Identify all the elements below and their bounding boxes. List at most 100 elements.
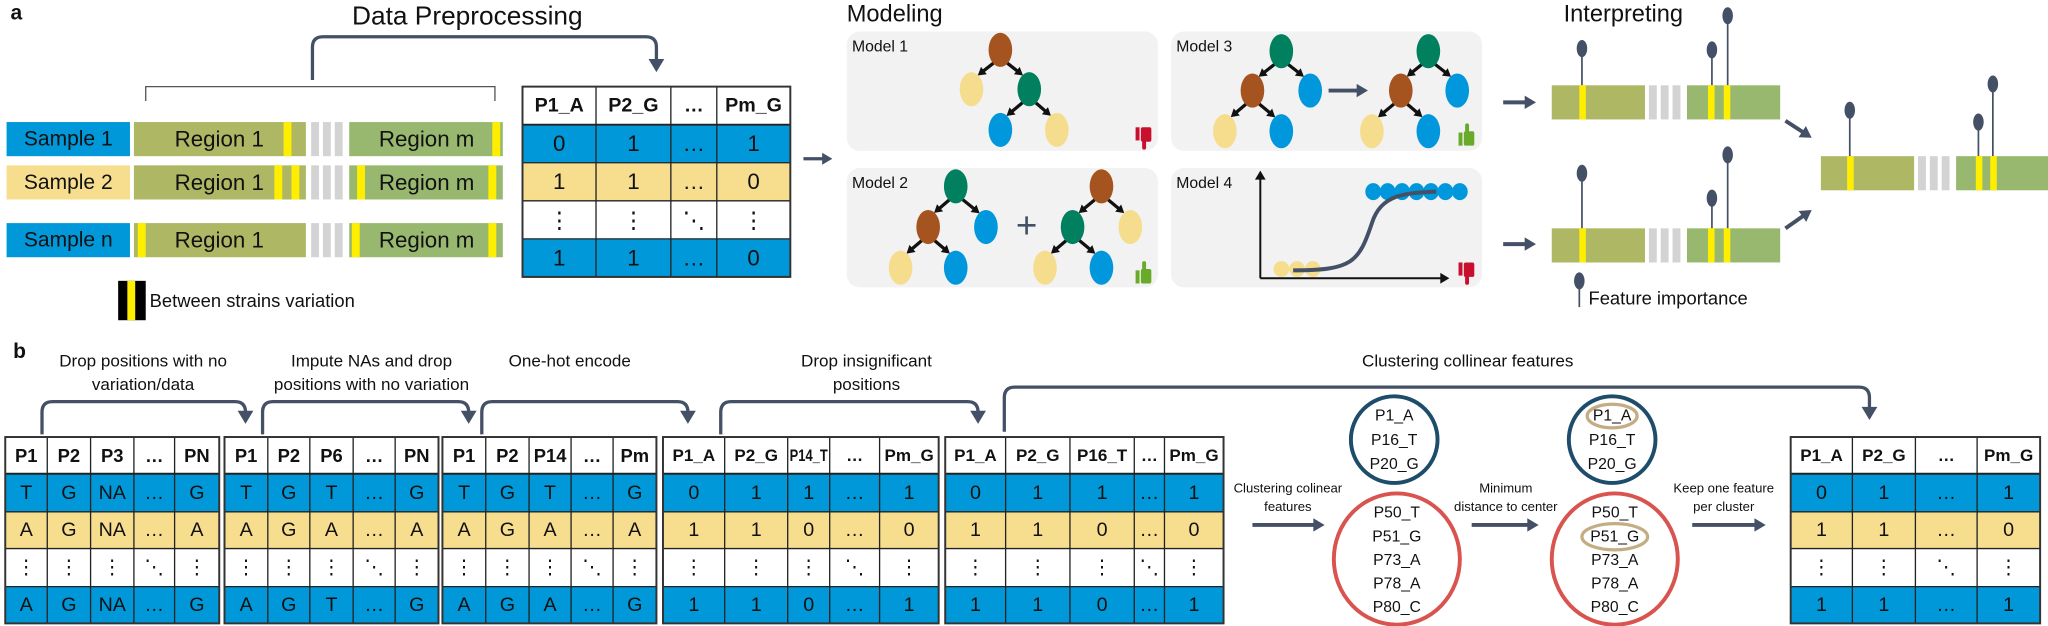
- table-header-bg: [224, 437, 439, 474]
- tree-node: [1269, 114, 1294, 149]
- table-border: [441, 436, 658, 625]
- step-label: Clustering collinear features: [1362, 351, 1573, 370]
- preprocessing-arrow: [310, 35, 665, 81]
- thumbs-down-icon: [1458, 262, 1475, 285]
- tree-edge-arrow: [934, 198, 951, 213]
- legend-text: Between strains variation: [150, 290, 355, 311]
- table-row: [945, 473, 1224, 512]
- table-row: [224, 586, 439, 624]
- region-last: [1686, 228, 1781, 263]
- table-cell: 0: [1097, 594, 1108, 616]
- arrowhead: [1294, 68, 1304, 77]
- table-cell: T: [240, 482, 252, 504]
- table-row: [662, 473, 939, 512]
- table-header-cell: …: [145, 445, 163, 466]
- cluster-circle: [1348, 394, 1440, 485]
- table-cell: G: [189, 482, 204, 504]
- arrowhead: [1754, 518, 1766, 532]
- table-cell: 1: [1816, 519, 1827, 541]
- transition-arrow: [1471, 518, 1539, 532]
- flow-arrow: [1503, 95, 1536, 110]
- tree-node: [1045, 112, 1069, 147]
- table-cell: 1: [1032, 519, 1043, 541]
- table-cell: ⋮: [899, 557, 919, 579]
- table-cell: …: [364, 482, 384, 504]
- sample-label-box: [6, 165, 130, 200]
- table-cell: 1: [803, 482, 814, 504]
- tree-node: [988, 32, 1013, 67]
- cluster-feature: P20_G: [1588, 456, 1637, 473]
- panel-label: a: [11, 2, 23, 25]
- arrowhead: [680, 410, 696, 424]
- table-border: [661, 436, 940, 625]
- step-label: One-hot encode: [509, 351, 631, 370]
- variation-mark: [137, 223, 146, 258]
- table-cell: G: [61, 594, 76, 616]
- table-cell: ⋮: [1092, 557, 1112, 579]
- arrowhead: [1258, 68, 1268, 77]
- gap-stripe: [1941, 156, 1950, 191]
- cluster-feature: P51_G: [1590, 528, 1639, 545]
- table-cell: ⋮: [454, 557, 474, 579]
- table-cell: 0: [747, 245, 759, 270]
- arrow-shaft: [1009, 100, 1025, 114]
- table-cell: T: [325, 482, 337, 504]
- arrow-shaft: [932, 238, 947, 252]
- gap-stripe: [334, 165, 343, 200]
- table-cell: ⋱: [144, 557, 164, 579]
- feature-importance-lollipop: [1706, 41, 1718, 86]
- table-cell: A: [544, 519, 558, 541]
- table-cell: …: [1140, 594, 1160, 616]
- table-header-cell: P1_A: [954, 446, 997, 465]
- table-cell: 1: [970, 594, 981, 616]
- feature-importance-lollipop: [1973, 113, 1984, 157]
- table-header-bg: [5, 437, 220, 474]
- gap-stripe: [1918, 156, 1926, 191]
- region-last-box: [349, 165, 503, 200]
- table-cell: ⋮: [1812, 557, 1832, 579]
- table-cell: 1: [1878, 594, 1889, 616]
- arrowhead: [940, 244, 950, 254]
- panel-label: b: [13, 340, 26, 363]
- decision-tree: [1033, 169, 1143, 285]
- arrowhead: [1086, 245, 1096, 254]
- model-label: Model 3: [1176, 39, 1232, 56]
- table-row: [224, 511, 439, 549]
- table-cell: 0: [2003, 519, 2014, 541]
- tree-edge-arrow: [960, 197, 980, 214]
- table-row: [522, 162, 791, 201]
- table-cell: 0: [1189, 519, 1200, 541]
- table-cell: ⋮: [1999, 557, 2019, 579]
- bracket-line: [480, 399, 690, 435]
- variation-mark: [283, 122, 292, 157]
- region-brace: [145, 85, 496, 102]
- table-cell: …: [1140, 519, 1160, 541]
- arrowhead: [1006, 107, 1016, 117]
- table-border: [521, 85, 792, 278]
- table-border: [4, 436, 221, 625]
- table-cell: ⋮: [966, 557, 986, 579]
- arrowhead: [1441, 68, 1452, 77]
- table-cell: A: [458, 519, 472, 541]
- table-cell: ⋱: [683, 207, 705, 232]
- arrowhead: [1406, 67, 1416, 77]
- sample-label: Sample 1: [24, 128, 113, 151]
- sample-label-box: [6, 223, 130, 258]
- variation-mark: [488, 223, 497, 258]
- arrow-shaft: [1784, 212, 1807, 230]
- cluster-feature: P50_T: [1374, 505, 1421, 522]
- table-row: [442, 548, 657, 587]
- region-first-box: [133, 122, 306, 157]
- variation-mark: [1723, 85, 1731, 120]
- table-cell: A: [240, 594, 254, 616]
- table-cell: 0: [553, 131, 565, 156]
- table-header-cell: P2_G: [1016, 446, 1060, 465]
- arrowhead: [977, 66, 987, 76]
